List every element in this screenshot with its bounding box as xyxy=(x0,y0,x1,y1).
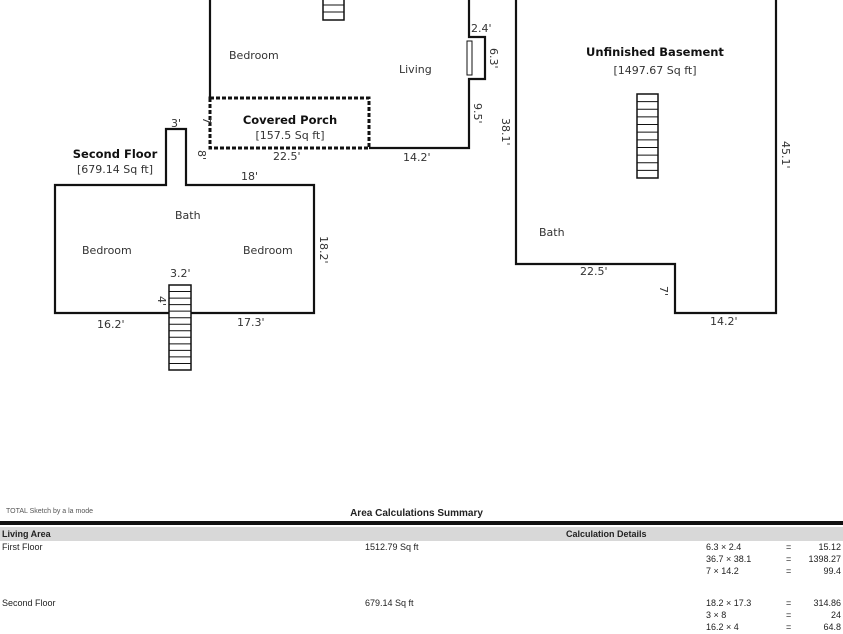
porch-area: [157.5 Sq ft] xyxy=(255,129,324,142)
dimension-label: 2.4' xyxy=(471,22,492,35)
calc-equals: = xyxy=(786,622,792,632)
room-label: Bedroom xyxy=(229,49,279,62)
floor-area: 1512.79 Sq ft xyxy=(365,542,419,552)
calculation-details: 6.3 × 2.4 = 15.12 36.7 × 38.1 = 1398.27 7 × 14… xyxy=(706,542,843,578)
covered-porch-outline xyxy=(208,96,371,150)
calc-expression: 6.3 × 2.4 xyxy=(706,542,742,552)
calc-expression: 36.7 × 38.1 xyxy=(706,554,752,564)
second-floor-area: [679.14 Sq ft] xyxy=(77,163,153,176)
calc-equals: = xyxy=(786,566,792,576)
basement-title: Unfinished Basement xyxy=(586,45,724,59)
stairs-icon xyxy=(168,284,192,371)
calculation-line: 3 × 8 = 24 xyxy=(706,610,843,622)
divider xyxy=(0,521,843,525)
second-floor-title: Second Floor xyxy=(73,147,158,161)
dimension-label: 8' xyxy=(195,150,208,160)
first-floor-plan: Bedroom Living 2.4' 6.3' 9.5' 22.5' 14.2… xyxy=(200,0,500,164)
calc-equals: = xyxy=(786,542,792,552)
calc-expression: 7 × 14.2 xyxy=(706,566,739,576)
calc-result: 15.12 xyxy=(818,542,841,552)
dimension-label: 17.3' xyxy=(237,316,265,329)
fireplace-icon xyxy=(466,40,473,76)
dimension-label: 7' xyxy=(200,117,213,127)
dimension-label: 14.2' xyxy=(710,315,738,328)
dimension-label: 22.5' xyxy=(273,150,301,163)
floor-name: First Floor xyxy=(2,542,43,552)
calculation-line: 18.2 × 17.3 = 314.86 xyxy=(706,598,843,610)
second-floor-plan: Second Floor [679.14 Sq ft] Bath Bedroom… xyxy=(53,117,330,371)
porch-title: Covered Porch xyxy=(243,113,337,127)
table-header: Living Area Calculation Details xyxy=(0,527,843,541)
calculation-details: 18.2 × 17.3 = 314.86 3 × 8 = 24 16.2 × 4 = 64.8 xyxy=(706,598,843,634)
calc-result: 99.4 xyxy=(823,566,841,576)
sketch-credit: TOTAL Sketch by a la mode xyxy=(6,508,94,515)
calculation-line: 7 × 14.2 = 99.4 xyxy=(706,566,843,578)
calculation-line: 6.3 × 2.4 = 15.12 xyxy=(706,542,843,554)
room-label: Bath xyxy=(175,209,201,222)
floor-area: 679.14 Sq ft xyxy=(365,598,414,608)
dimension-label: 3.2' xyxy=(170,267,191,280)
dimension-label: 18.2' xyxy=(317,236,330,264)
calculation-line: 16.2 × 4 = 64.8 xyxy=(706,622,843,634)
room-label: Bedroom xyxy=(82,244,132,257)
dimension-label: 4' xyxy=(155,296,168,306)
calc-result: 64.8 xyxy=(823,622,841,632)
stairs-icon xyxy=(322,0,345,21)
calc-equals: = xyxy=(786,554,792,564)
calc-equals: = xyxy=(786,610,792,620)
room-label: Bedroom xyxy=(243,244,293,257)
calc-expression: 16.2 × 4 xyxy=(706,622,739,632)
dimension-label: 22.5' xyxy=(580,265,608,278)
dimension-label: 7' xyxy=(657,286,670,296)
floor-plan-sketch: Bedroom Living 2.4' 6.3' 9.5' 22.5' 14.2… xyxy=(53,0,792,371)
calc-expression: 3 × 8 xyxy=(706,610,727,620)
room-label: Bath xyxy=(539,226,565,239)
dimension-label: 9.5' xyxy=(471,103,484,124)
calculation-details-header: Calculation Details xyxy=(566,529,647,539)
dimension-label: 14.2' xyxy=(403,151,431,164)
room-label: Living xyxy=(399,63,432,76)
dimension-label: 16.2' xyxy=(97,318,125,331)
calc-expression: 18.2 × 17.3 xyxy=(706,598,752,608)
calc-equals: = xyxy=(786,598,792,608)
floor-name: Second Floor xyxy=(2,598,56,608)
living-area-header: Living Area xyxy=(2,529,51,539)
dimension-label: 18' xyxy=(241,170,258,183)
basement-plan: Unfinished Basement [1497.67 Sq ft] Bath… xyxy=(499,0,792,328)
dimension-label: 38.1' xyxy=(499,118,512,146)
stairs-icon xyxy=(636,93,659,179)
calc-result: 314.86 xyxy=(813,598,841,608)
calc-result: 24 xyxy=(830,610,841,620)
dimension-label: 6.3' xyxy=(487,48,500,69)
dimension-label: 3' xyxy=(171,117,181,130)
summary-title: Area Calculations Summary xyxy=(350,508,483,519)
dimension-label: 45.1' xyxy=(779,141,792,169)
calc-result: 1398.27 xyxy=(808,554,841,564)
basement-area: [1497.67 Sq ft] xyxy=(613,64,696,77)
calculation-line: 36.7 × 38.1 = 1398.27 xyxy=(706,554,843,566)
